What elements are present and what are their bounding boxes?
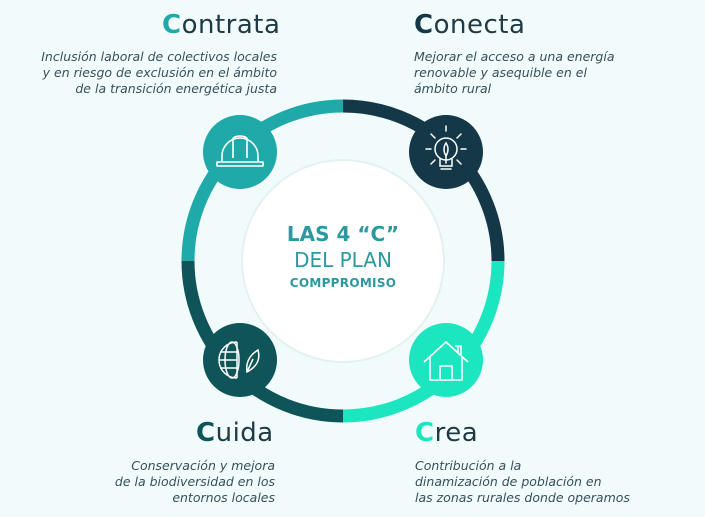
center-title-line3: COMPPROMISO (289, 276, 397, 290)
lightbulb-leaf-icon (425, 125, 467, 170)
contrata-title: Contrata (162, 10, 280, 40)
conecta-description: Mejorar el acceso a una energía renovabl… (414, 49, 615, 97)
conecta-title-initial: C (414, 10, 434, 40)
cuida-description-line: entornos locales (172, 490, 275, 505)
crea-description-line: dinamización de población en (415, 474, 602, 489)
center-label: LAS 4 “C” DEL PLAN COMPPROMISO (270, 222, 416, 290)
cuida-description-line: de la biodiversidad en los (114, 474, 275, 489)
contrata-description-line: de la transición energética justa (75, 81, 277, 96)
crea-title: Crea (415, 418, 478, 448)
globe-leaf-icon (218, 341, 260, 379)
contrata-description-line: y en riesgo de exclusión en el ámbito (42, 65, 277, 80)
conecta-description-line: Mejorar el acceso a una energía (414, 49, 615, 64)
cuida-title-initial: C (196, 418, 216, 448)
conecta-description-line: ámbito rural (414, 81, 492, 96)
crea-node (409, 323, 483, 397)
conecta-title-rest: onecta (433, 10, 526, 40)
cuida-node (203, 323, 277, 397)
hard-hat-icon (216, 135, 264, 167)
contrata-description-line: Inclusión laboral de colectivos locales (41, 49, 277, 64)
conecta-node (409, 115, 483, 189)
center-circle (241, 159, 445, 363)
contrata-node (203, 115, 277, 189)
crea-description: Contribución a la dinamización de poblac… (415, 458, 630, 506)
cuida-description: Conservación y mejora de la biodiversida… (115, 458, 275, 506)
center-title-line1: LAS 4 “C” (286, 222, 400, 246)
cuida-title: Cuida (196, 418, 274, 448)
contrata-title-initial: C (162, 10, 182, 40)
contrata-title-rest: ontrata (181, 10, 281, 40)
house-icon (423, 341, 469, 381)
crea-title-initial: C (415, 418, 435, 448)
cuida-title-rest: uida (215, 418, 274, 448)
conecta-title: Conecta (414, 10, 525, 40)
center-title-line2: DEL PLAN (294, 248, 392, 272)
crea-title-rest: rea (434, 418, 479, 448)
crea-description-line: las zonas rurales donde operamos (415, 490, 630, 505)
crea-description-line: Contribución a la (415, 458, 522, 473)
contrata-description: Inclusión laboral de colectivos locales … (41, 49, 277, 97)
conecta-description-line: renovable y asequible en el (414, 65, 587, 80)
cuida-description-line: Conservación y mejora (131, 458, 275, 473)
